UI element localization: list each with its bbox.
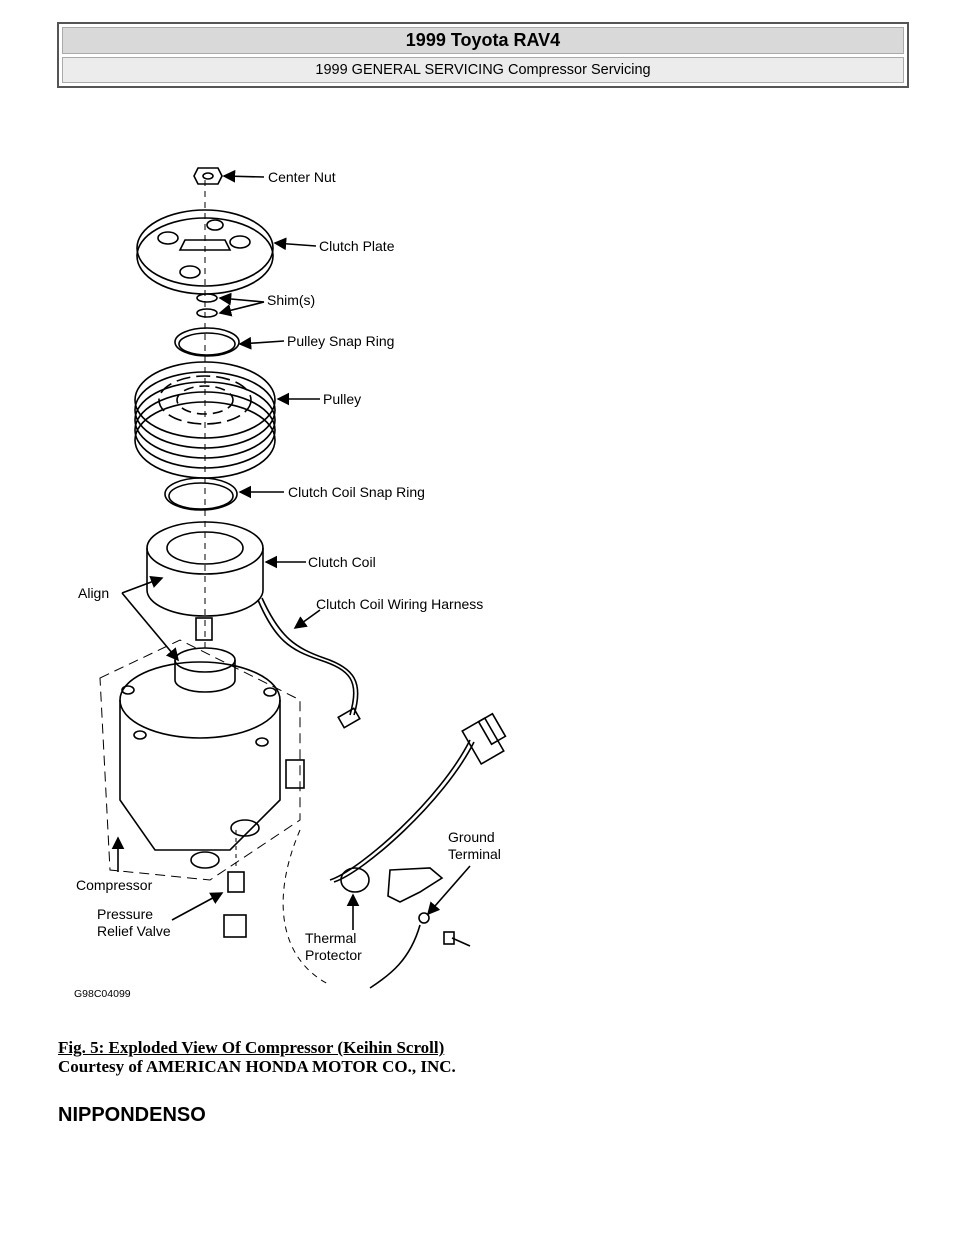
label-shims: Shim(s): [267, 292, 315, 308]
center-nut-part: [193, 167, 223, 185]
label-clutch-coil: Clutch Coil: [308, 554, 376, 570]
section-subtitle: 1999 GENERAL SERVICING Compressor Servic…: [62, 57, 904, 83]
exploded-view-diagram: Center Nut Clutch Plate Shim(s) Pulley S…: [74, 167, 507, 1000]
figure-courtesy: Courtesy of AMERICAN HONDA MOTOR CO., IN…: [58, 1057, 456, 1076]
label-pressure-relief-line2: Relief Valve: [97, 923, 171, 939]
label-wiring-harness: Clutch Coil Wiring Harness: [316, 596, 483, 612]
label-align: Align: [78, 585, 109, 601]
section-heading: NIPPONDENSO: [58, 1104, 206, 1126]
label-ground-terminal-line2: Terminal: [448, 846, 501, 862]
clutch-coil-snap-ring-part: [164, 477, 238, 511]
compressor-part: [99, 617, 305, 881]
label-thermal-protector-line1: Thermal: [305, 930, 356, 946]
page-header: 1999 Toyota RAV4 1999 GENERAL SERVICING …: [57, 22, 909, 88]
pressure-relief-valve-part: [223, 830, 247, 938]
figure-code: G98C04099: [74, 988, 131, 1000]
label-clutch-plate: Clutch Plate: [319, 238, 395, 254]
label-compressor: Compressor: [76, 877, 153, 893]
vehicle-title: 1999 Toyota RAV4: [62, 27, 904, 54]
figure-caption: Fig. 5: Exploded View Of Compressor (Kei…: [58, 1038, 445, 1057]
label-thermal-protector-line2: Protector: [305, 947, 362, 963]
label-pulley-snap-ring: Pulley Snap Ring: [287, 333, 394, 349]
pulley-snap-ring-part: [174, 327, 240, 357]
label-pressure-relief-line1: Pressure: [97, 906, 153, 922]
shims-part: [196, 293, 218, 318]
label-center-nut: Center Nut: [268, 169, 336, 185]
label-pulley: Pulley: [323, 391, 361, 407]
label-ground-terminal-line1: Ground: [448, 829, 495, 845]
thermal-protector-part: [329, 712, 507, 947]
wiring-harness-part: [257, 597, 361, 729]
label-clutch-coil-snap-ring: Clutch Coil Snap Ring: [288, 484, 425, 500]
